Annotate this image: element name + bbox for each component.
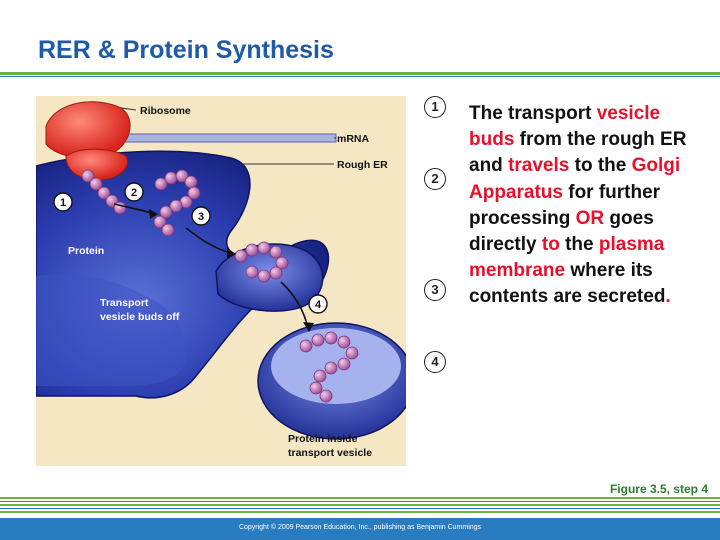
title-rule-green [0, 72, 720, 75]
text-segment: to the [569, 155, 632, 177]
label-vesicle-2: vesicle buds off [100, 311, 180, 323]
svg-text:3: 3 [198, 211, 204, 223]
svg-text:1: 1 [60, 197, 66, 209]
protein-chain-3 [234, 241, 289, 283]
diagram-step-1: 1 [53, 192, 73, 212]
text-highlight: . [665, 286, 671, 308]
text-highlight: plasma membrane [469, 234, 665, 282]
step-number-3: 3 [424, 279, 446, 301]
label-mrna: mRNA [337, 133, 370, 145]
protein-chain-4 [299, 331, 359, 403]
footer-rule-blue-2 [0, 508, 720, 509]
copyright-text: Copyright © 2009 Pearson Education, Inc.… [238, 524, 482, 531]
svg-text:4: 4 [315, 299, 322, 311]
arrow-1-to-2-head [149, 209, 158, 219]
text-segment: from the rough ER and [469, 129, 687, 177]
text-highlight: Golgi Apparatus [469, 155, 681, 203]
text-segment: for further processing [469, 181, 661, 229]
slide-title: RER & Protein Synthesis [38, 36, 334, 64]
arrow-2-to-3-head [227, 248, 236, 259]
label-vesicle-1: Transport [100, 297, 149, 309]
diagram-step-2: 2 [124, 182, 144, 202]
text-segment: The transport [469, 103, 597, 124]
footer-bar [0, 518, 720, 540]
arrow-3-to-4-head [303, 322, 314, 332]
step-number-4: 4 [424, 351, 446, 373]
leader-ribosome [120, 107, 137, 111]
footer-rule-green-2 [0, 504, 720, 506]
explanation-text: The transport vesicle buds from the roug… [469, 101, 704, 311]
rer-diagram: Ribosome mRNA Rough ER Protein Transport… [35, 96, 415, 466]
diagram-step-3: 3 [191, 206, 211, 226]
footer-rule-green [0, 497, 720, 499]
text-segment: goes directly [469, 207, 654, 256]
text-highlight: vesicle buds [469, 103, 661, 151]
protein-chain-2 [153, 169, 201, 237]
text-highlight: OR [575, 207, 605, 229]
ribosome-small [65, 148, 128, 181]
rer-illustration: Ribosome mRNA Rough ER Protein Transport… [35, 96, 415, 466]
text-segment: where its contents are secreted [469, 260, 666, 308]
label-ribosome: Ribosome [140, 105, 191, 117]
footer-rule-blue [0, 501, 720, 502]
title-rule-blue [0, 76, 720, 77]
text-highlight: travels [508, 155, 570, 177]
step-number-1: 1 [424, 96, 446, 118]
er-lumen [36, 274, 186, 386]
svg-text:2: 2 [131, 187, 137, 199]
step-number-2: 2 [424, 168, 446, 190]
label-rough-er: Rough ER [337, 159, 388, 171]
label-inside-2: transport vesicle [288, 447, 372, 459]
diagram-step-4: 4 [308, 294, 328, 314]
label-protein: Protein [68, 245, 104, 257]
figure-caption: Figure 3.5, step 4 [609, 482, 708, 496]
text-segment: the [559, 234, 599, 256]
label-inside-1: Protein inside [288, 433, 358, 445]
footer-rule-green-3 [0, 511, 720, 513]
text-highlight: to [541, 234, 560, 256]
